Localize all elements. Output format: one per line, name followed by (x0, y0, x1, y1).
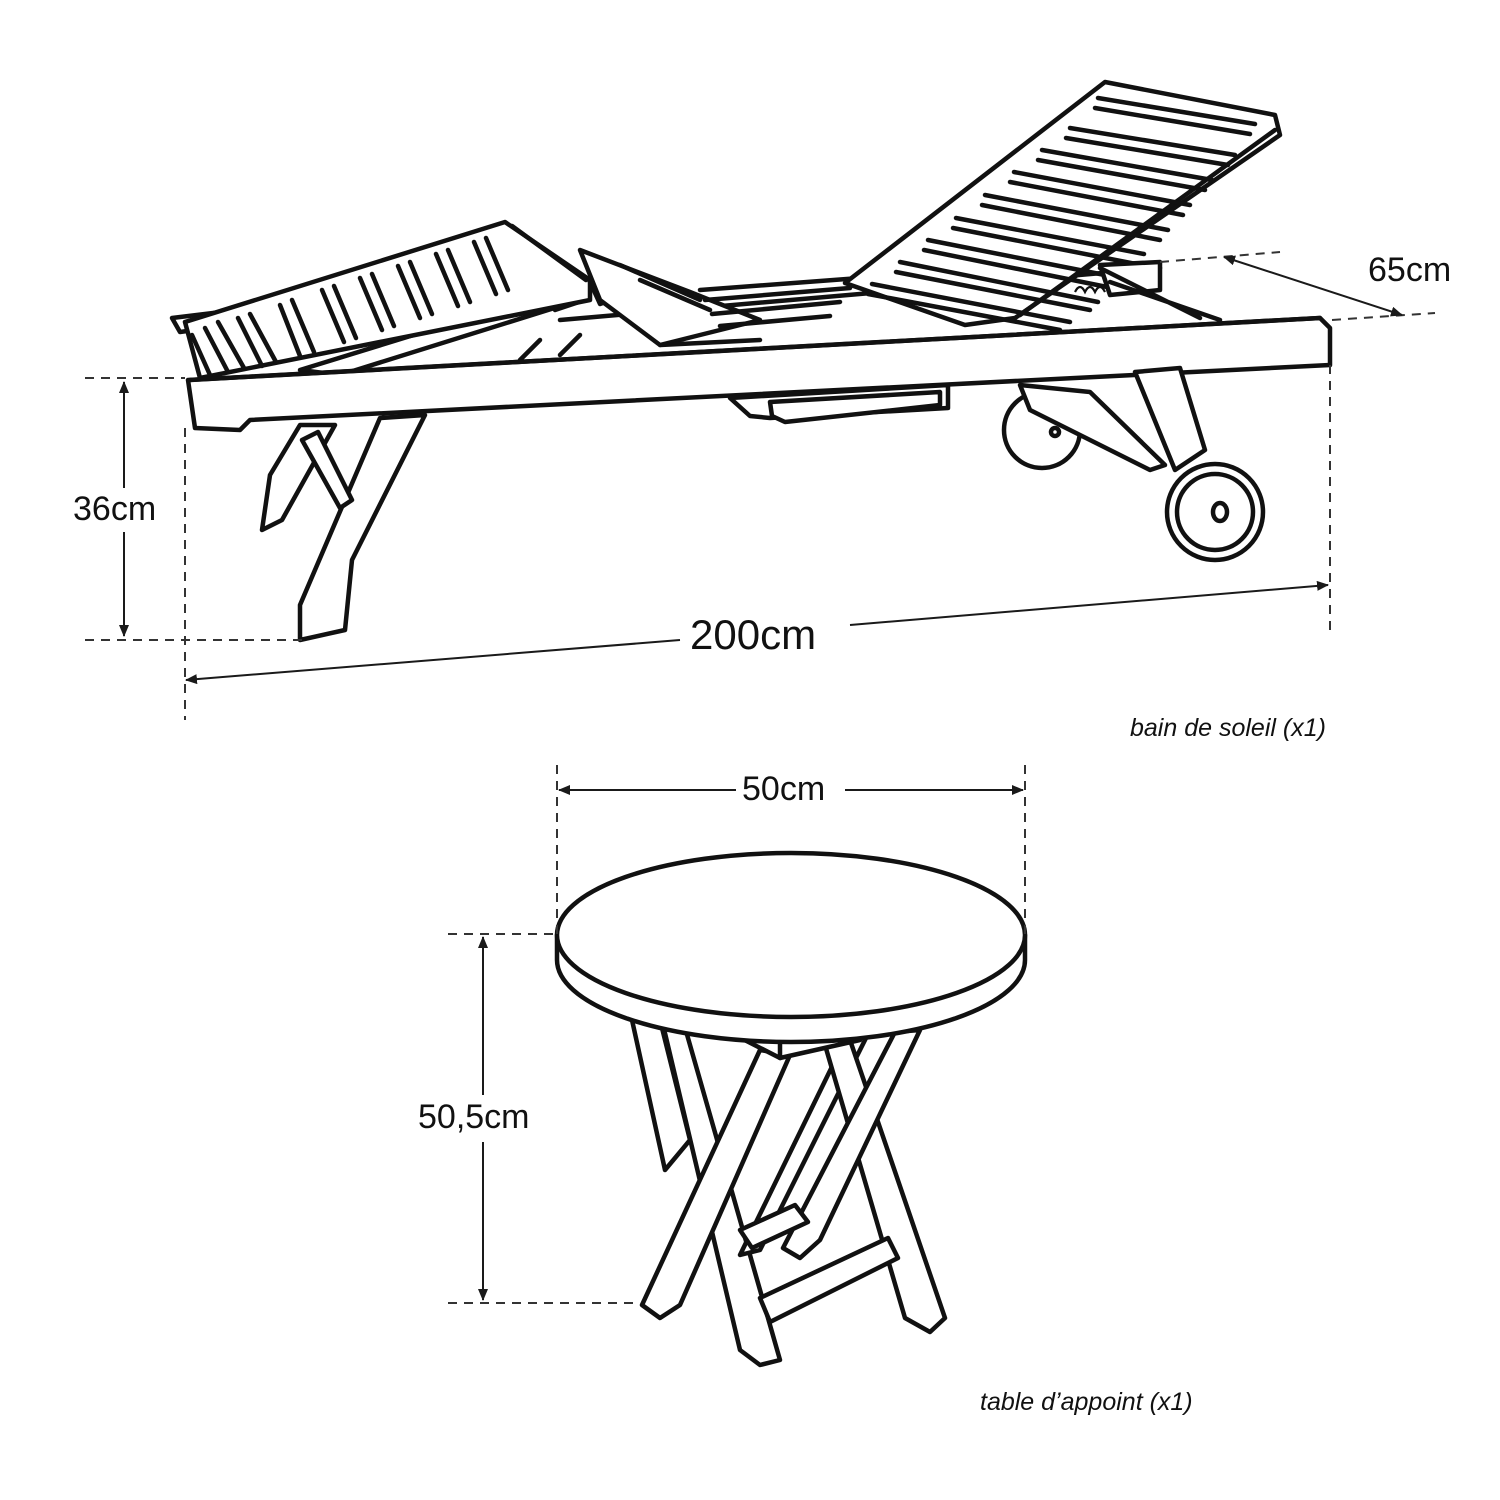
table-diameter-label: 50cm (742, 770, 826, 808)
table-caption: table d’appoint (x1) (980, 1388, 1193, 1416)
table-height-label: 50,5cm (418, 1098, 530, 1136)
side-table-drawing (554, 850, 1028, 1368)
lounger-height-label: 36cm (73, 490, 157, 528)
dimension-lines (85, 251, 1436, 1304)
lounger-width-label: 65cm (1368, 251, 1452, 289)
sun-lounger-drawing (169, 79, 1333, 643)
lounger-caption: bain de soleil (x1) (1130, 714, 1326, 742)
lounger-length-label: 200cm (690, 611, 817, 658)
